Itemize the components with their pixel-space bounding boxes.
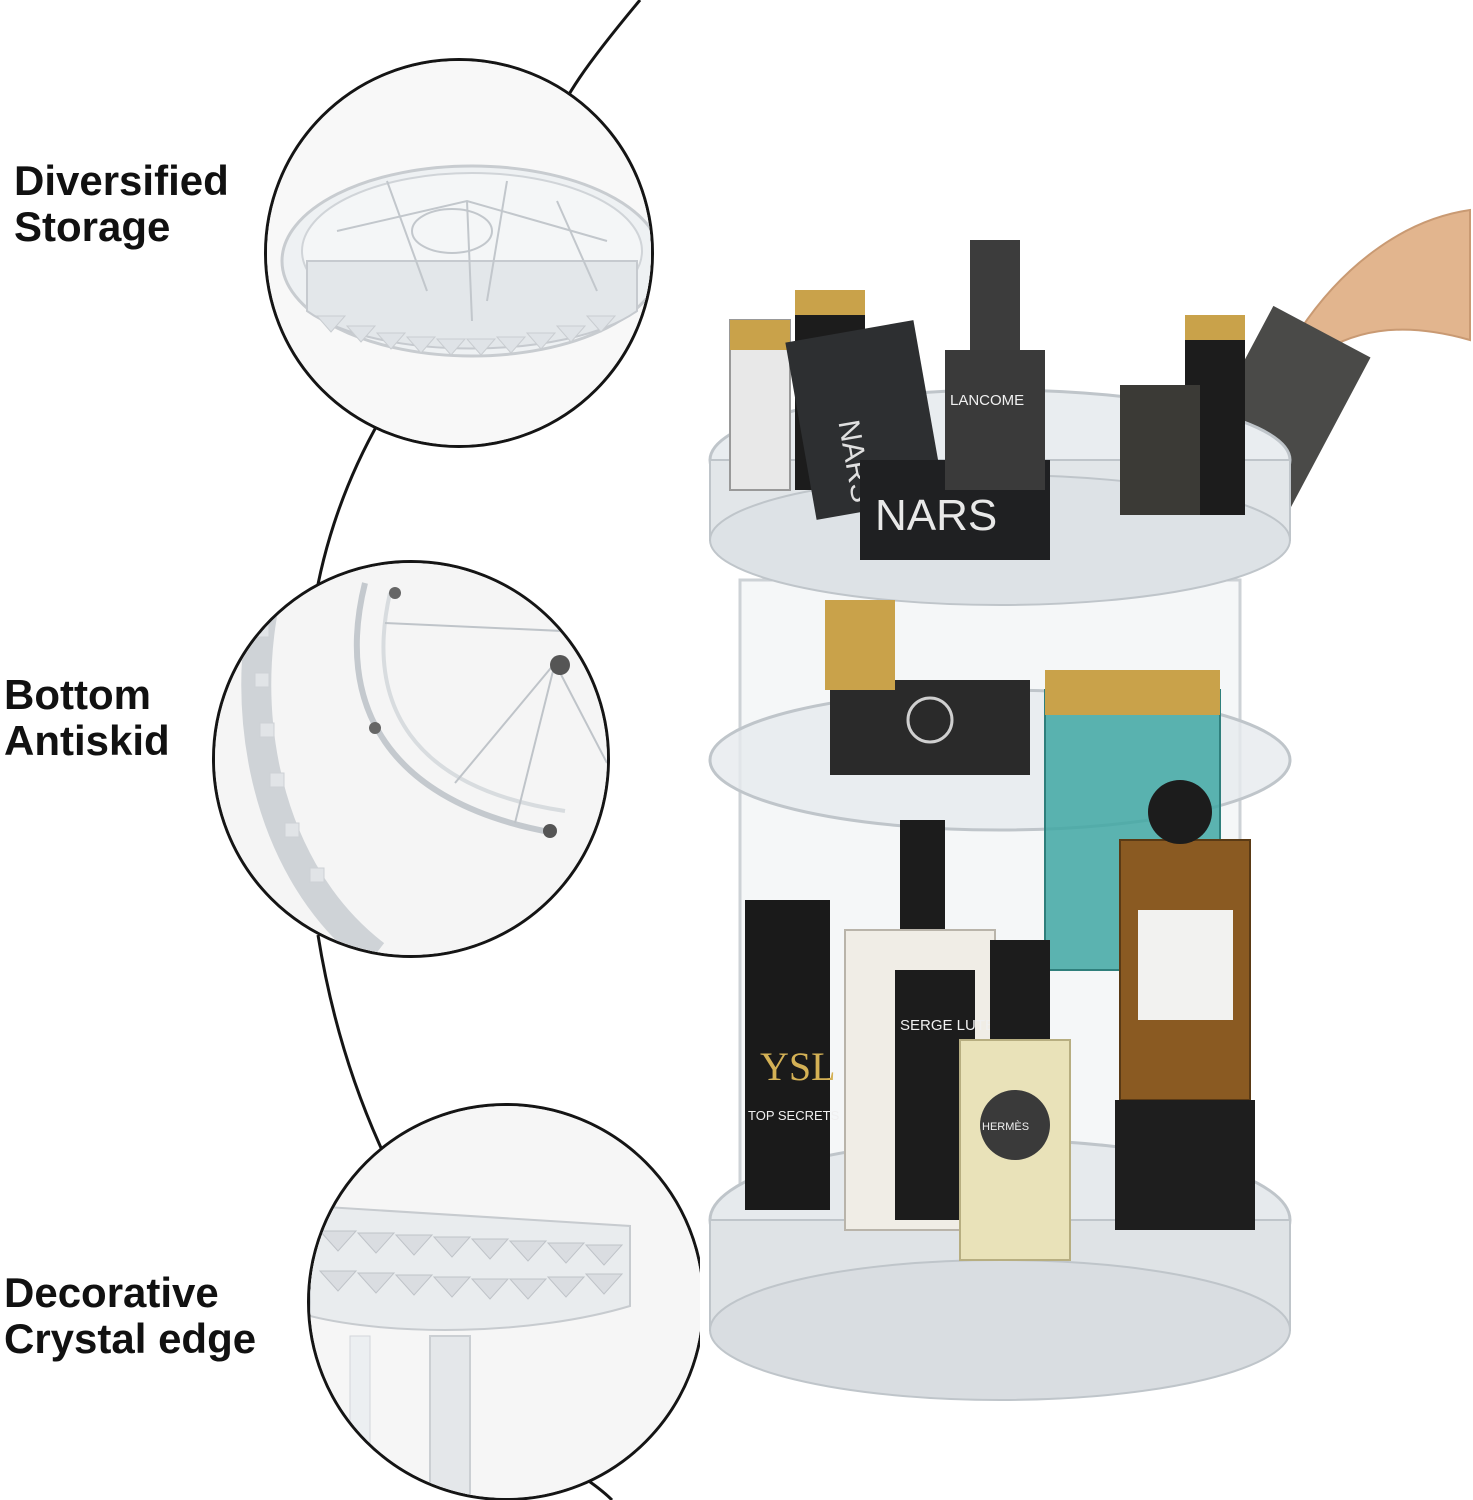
feature-label-decorative-crystal-edge: Decorative Crystal edge xyxy=(4,1270,256,1362)
storage-tray-detail-icon xyxy=(264,58,654,448)
antiskid-base-detail-icon xyxy=(212,560,610,958)
brand-hermes-text: HERMÈS xyxy=(982,1120,1029,1133)
brand-serge-lutens-text: SERGE LUTENS xyxy=(900,1017,1016,1034)
feature-label-diversified-storage: Diversified Storage xyxy=(14,158,229,250)
rotating-makeup-organizer-image: NARS NARS LANCOME xyxy=(700,200,1473,1500)
brand-lancome-text: LANCOME xyxy=(950,392,1024,409)
feature-label-bottom-antiskid: Bottom Antiskid xyxy=(4,672,170,764)
feature-label-line2: Storage xyxy=(14,203,171,250)
feature-label-line1: Bottom xyxy=(4,671,151,718)
brand-top-secrets-text: TOP SECRETS xyxy=(748,1108,840,1123)
feature-label-line1: Diversified xyxy=(14,157,229,204)
feature-label-line1: Decorative xyxy=(4,1269,219,1316)
feature-label-line2: Antiskid xyxy=(4,717,170,764)
crystal-edge-detail-icon xyxy=(307,1103,705,1500)
brand-nars-text-2: NARS xyxy=(875,491,997,540)
brand-ysl-text: YSL xyxy=(760,1044,836,1089)
feature-label-line2: Crystal edge xyxy=(4,1315,257,1362)
